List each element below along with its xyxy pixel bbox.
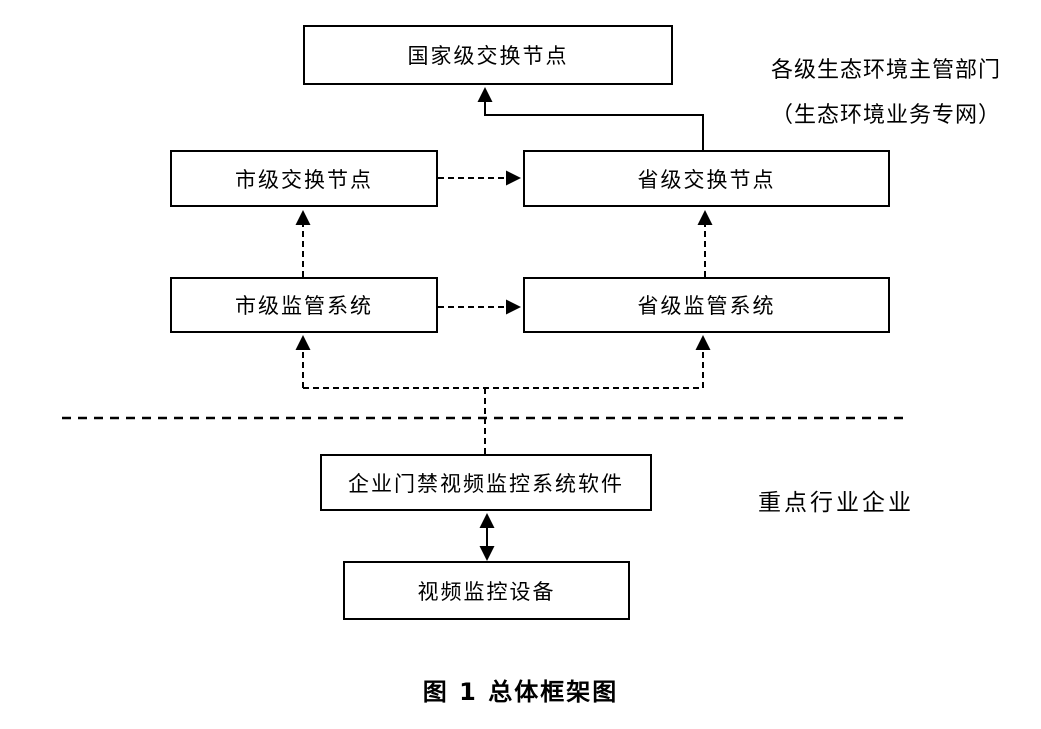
label-department-line2: （生态环境业务专网） [770, 103, 1001, 128]
arrow-enterprise-to-supervision-systems [295, 335, 711, 454]
node-enterprise-software: 企业门禁视频监控系统软件 [320, 454, 652, 511]
figure-caption: 图 1 总体框架图 [422, 678, 619, 706]
arrow-software-video-bidirectional [479, 513, 495, 561]
arrow-city-supervision-to-provincial-supervision [438, 299, 521, 315]
node-city-supervision: 市级监管系统 [170, 277, 438, 333]
arrow-city-supervision-to-city-exchange [295, 210, 311, 277]
node-provincial-exchange: 省级交换节点 [523, 150, 890, 207]
arrow-province-to-national [477, 87, 704, 150]
label-department-network: 各级生态环境主管部门 （生态环境业务专网） [740, 48, 1032, 138]
node-video-equipment: 视频监控设备 [343, 561, 630, 620]
node-provincial-supervision: 省级监管系统 [523, 277, 890, 333]
arrow-provincial-supervision-to-provincial-exchange [697, 210, 713, 277]
arrow-city-exchange-to-provincial-exchange [438, 170, 521, 186]
label-department-line1: 各级生态环境主管部门 [770, 58, 1001, 83]
node-city-exchange: 市级交换节点 [170, 150, 438, 207]
label-enterprise-zone: 重点行业企业 [758, 490, 914, 516]
node-national-exchange: 国家级交换节点 [303, 25, 673, 85]
